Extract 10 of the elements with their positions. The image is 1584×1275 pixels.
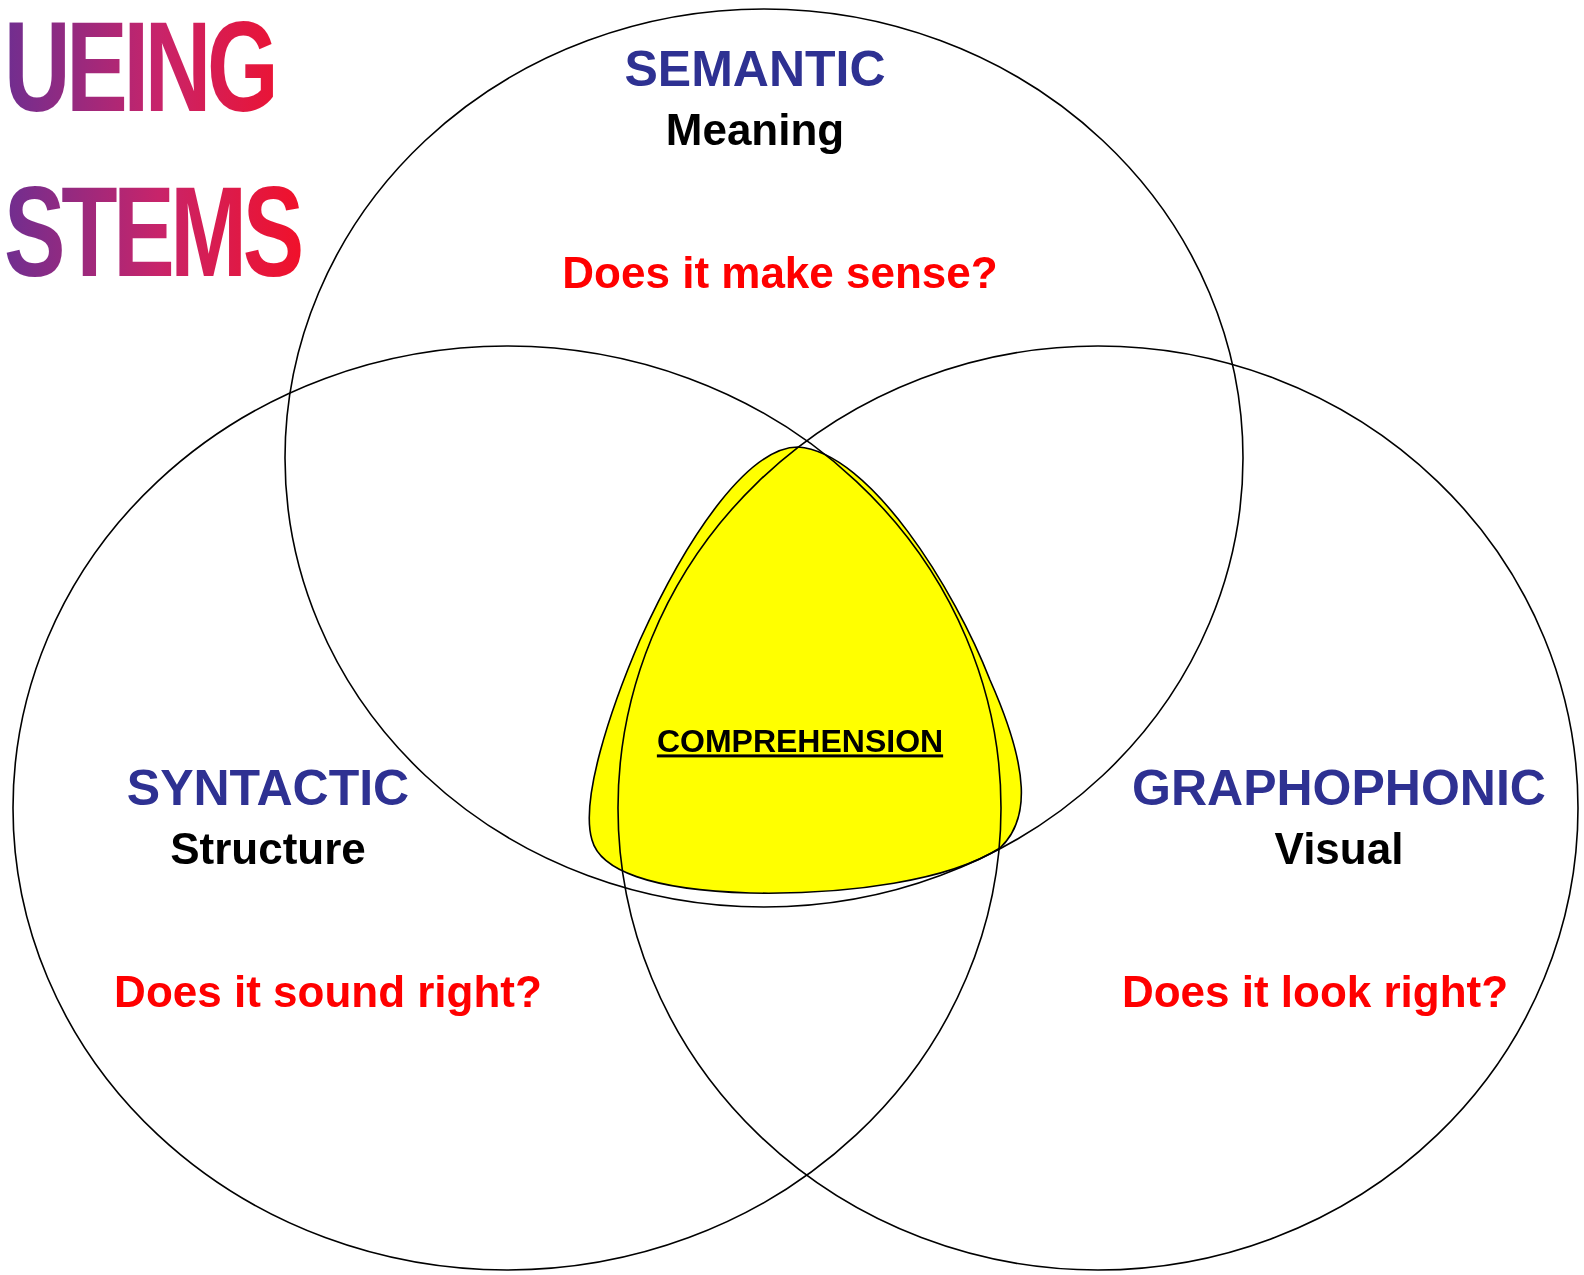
category-heading: GRAPHOPHONIC [1132,760,1546,816]
center-label: COMPREHENSION [656,724,944,760]
category-subtitle: Meaning [665,105,845,155]
guiding-question: Does it sound right? [114,967,542,1017]
category-subtitle: Structure [170,824,366,874]
category-heading: SEMANTIC [624,41,886,97]
category-heading: SYNTACTIC [126,760,410,816]
guiding-question: Does it make sense? [562,248,998,298]
category-subtitle: Visual [1274,824,1404,874]
guiding-question: Does it look right? [1121,967,1509,1017]
